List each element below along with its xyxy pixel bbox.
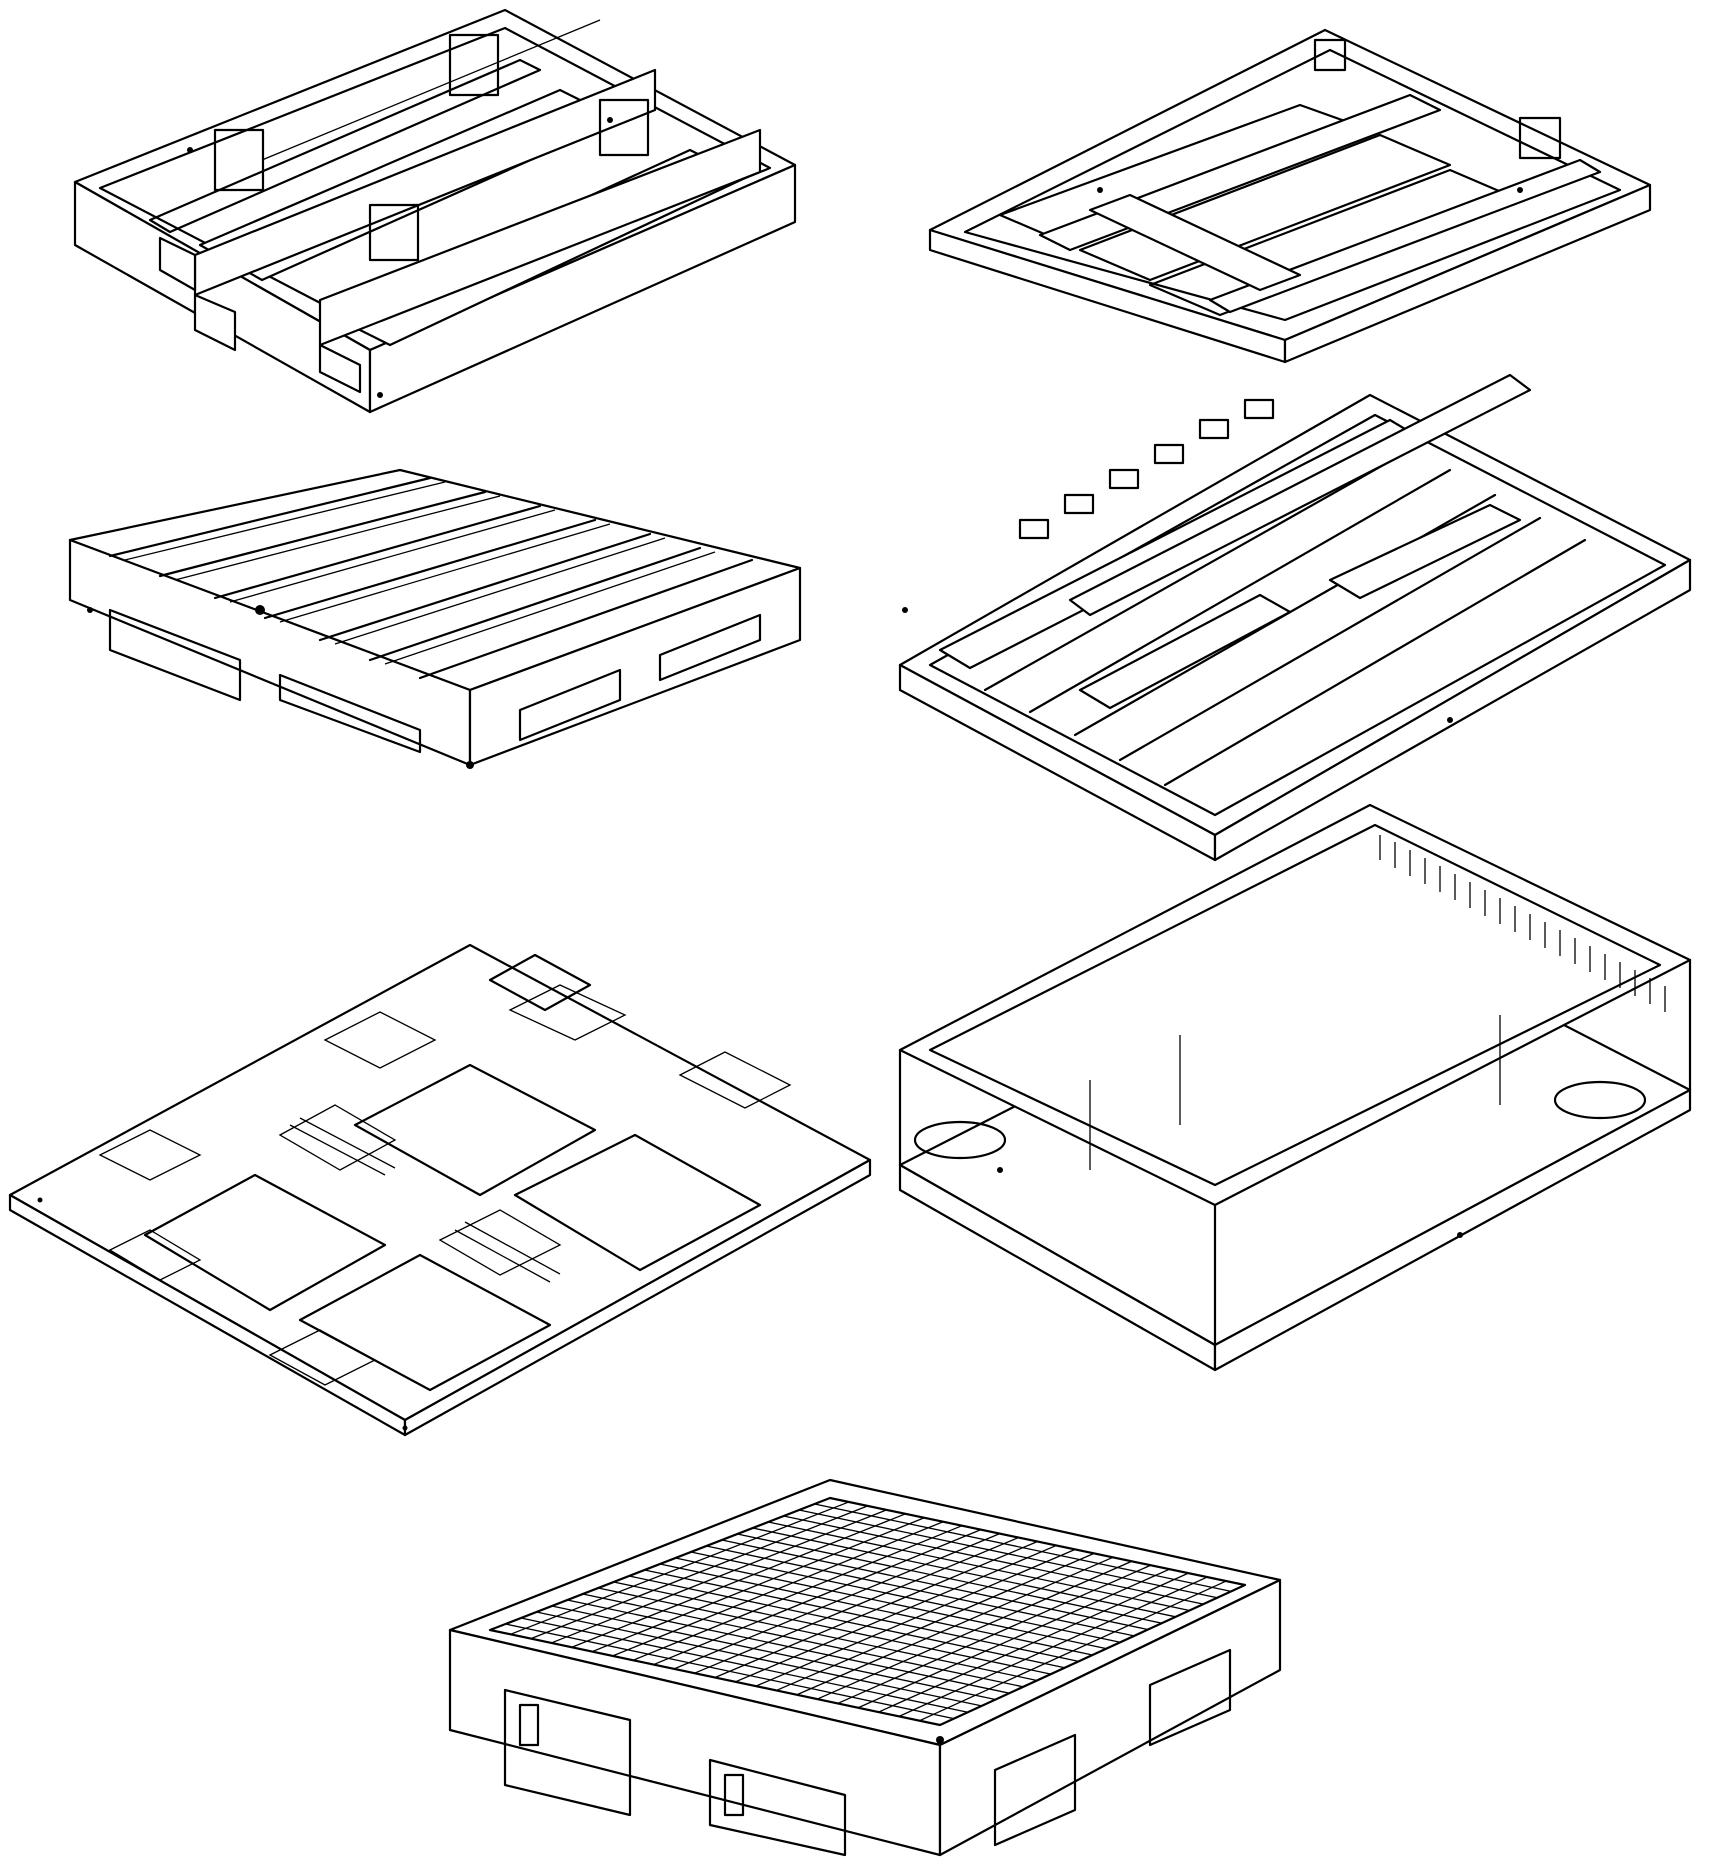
- pallet-view-solid-bottom: [898, 803, 1692, 1372]
- pallet-view-underside-frame: [928, 28, 1652, 364]
- grid-rib: [714, 1540, 1038, 1679]
- pallet-view-top-deck: [68, 468, 802, 769]
- grid-rib: [783, 1515, 1204, 1605]
- grid-rib: [768, 1521, 1190, 1612]
- grid-rib: [752, 1527, 1176, 1618]
- pallet-view-nestable-plastic: [8, 943, 872, 1437]
- grid-rib: [755, 1548, 1076, 1687]
- pallet-view-grid-deck: [448, 1478, 1282, 1857]
- pallet-view-underside-crossboards: [898, 373, 1692, 862]
- grid-rib: [737, 1533, 1162, 1624]
- grid-rib: [706, 1545, 1135, 1637]
- grid-rib: [817, 1560, 1133, 1700]
- grid-rib: [735, 1544, 1057, 1683]
- grid-rib: [721, 1539, 1149, 1631]
- grid-rib: [878, 1572, 1189, 1713]
- grid-rib: [898, 1576, 1208, 1717]
- grid-rib: [814, 1503, 1232, 1592]
- grid-rib: [798, 1509, 1218, 1599]
- grid-rib: [796, 1556, 1114, 1696]
- grid-rib: [837, 1564, 1151, 1705]
- grid-rib: [690, 1551, 1121, 1643]
- grid-rib: [919, 1580, 1227, 1722]
- grid-rib: [776, 1552, 1095, 1692]
- grid-rib: [675, 1557, 1107, 1650]
- grid-rib: [857, 1568, 1170, 1709]
- pallet-view-runners: [73, 8, 797, 414]
